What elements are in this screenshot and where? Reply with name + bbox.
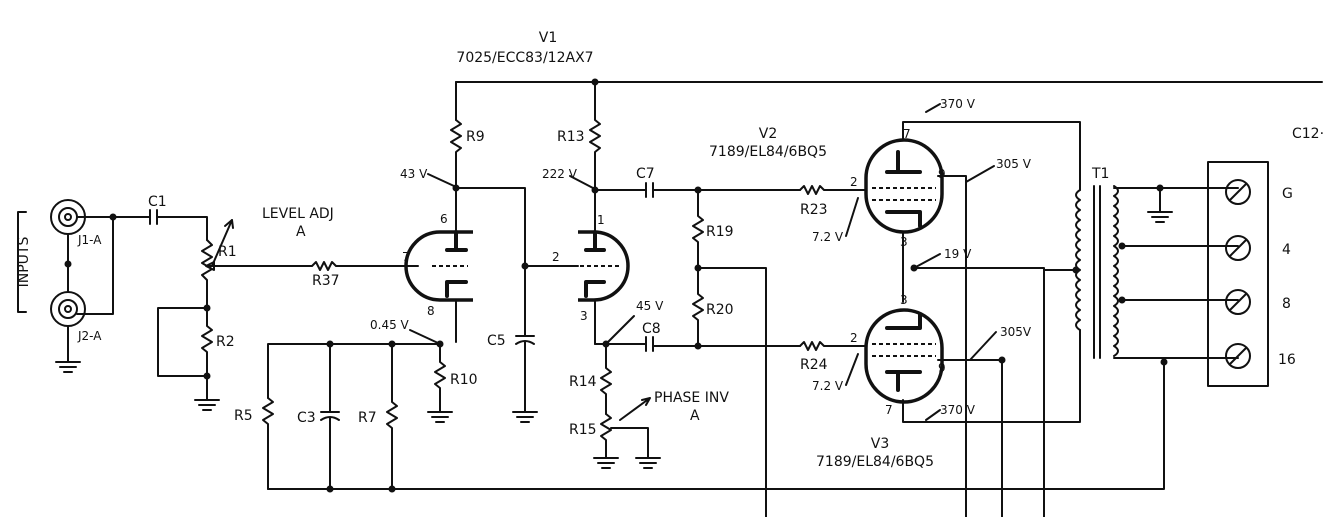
r15-label: R15 <box>569 422 597 438</box>
v3-pin3: 3 <box>900 293 908 307</box>
voltage-7.2v-bot: 7.2 V <box>812 379 844 393</box>
tube-v2 <box>864 138 944 234</box>
r10-label: R10 <box>450 372 478 388</box>
resistor-r7 <box>386 343 398 490</box>
resistor-r14 <box>600 343 612 415</box>
resistor-r23 <box>799 185 867 195</box>
v1b-pin1: 1 <box>597 213 605 227</box>
voltage-305v-top: 305 V <box>996 157 1032 171</box>
c5-label: C5 <box>487 333 506 349</box>
phase-inv-label: PHASE INV <box>654 390 729 406</box>
resistor-r24 <box>799 341 867 351</box>
r9-label: R9 <box>466 129 485 145</box>
resistor-r13 <box>589 81 601 191</box>
transformer-t1 <box>1043 185 1126 359</box>
r37-label: R37 <box>312 273 340 289</box>
v1a-pin6: 6 <box>440 212 448 226</box>
v1b-pin2: 2 <box>552 250 560 264</box>
capacitor-c7 <box>594 182 801 198</box>
r7-label: R7 <box>358 410 377 426</box>
v2-name: V2 <box>759 126 777 142</box>
level-adj-sub: A <box>296 224 306 240</box>
v1-name: V1 <box>539 30 557 46</box>
v1-type: 7025/ECC83/12AX7 <box>456 50 593 66</box>
r1-label: R1 <box>218 244 237 260</box>
voltage-0.45v: 0.45 V <box>370 318 410 332</box>
inputs-label: INPUTS <box>16 237 32 288</box>
resistor-r2 <box>157 304 220 411</box>
voltage-43v: 43 V <box>400 167 428 181</box>
r2-label: R2 <box>216 334 235 350</box>
r23-label: R23 <box>800 202 828 218</box>
terminal-strip <box>1207 161 1269 387</box>
tube-v3 <box>864 308 944 404</box>
v2-type: 7189/EL84/6BQ5 <box>709 144 827 160</box>
inputs-block: INPUTS J1-A J2-A <box>16 199 151 373</box>
resistor-r20 <box>692 267 704 347</box>
t1-label: T1 <box>1091 166 1109 182</box>
capacitor-c3 <box>320 343 340 490</box>
v2-pin9: 9 <box>938 167 946 181</box>
resistor-r37 <box>205 261 419 271</box>
voltage-7.2v-top: 7.2 V <box>812 230 844 244</box>
v1b-pin3: 3 <box>580 309 588 323</box>
r24-label: R24 <box>800 357 828 373</box>
terminal-16: 16 <box>1278 352 1296 368</box>
r19-label: R19 <box>706 224 734 240</box>
resistor-r19 <box>692 189 704 269</box>
capacitor-c1 <box>149 209 208 241</box>
r20-label: R20 <box>706 302 734 318</box>
terminal-g: G <box>1282 186 1293 202</box>
b-plus-rail <box>455 78 1323 121</box>
voltage-370v-bot: 370 V <box>940 403 976 417</box>
v2-pin2: 2 <box>850 175 858 189</box>
c1-label: C1 <box>148 194 167 210</box>
r13-label: R13 <box>557 129 585 145</box>
jack-j2-label: J2-A <box>77 329 102 343</box>
r5-label: R5 <box>234 408 253 424</box>
v3-pin7: 7 <box>885 403 893 417</box>
v1a-pin8: 8 <box>427 304 435 318</box>
c12-label: C12· <box>1292 126 1324 142</box>
voltage-222v: 222 V <box>542 167 578 181</box>
c8-label: C8 <box>642 321 661 337</box>
v3-pin2: 2 <box>850 331 858 345</box>
jack-j1-label: J1-A <box>77 233 102 247</box>
voltage-305v-bot: 305V <box>1000 325 1032 339</box>
potentiometer-r1 <box>201 219 234 309</box>
v2-pin7: 7 <box>903 127 911 141</box>
tube-v1-triode-b <box>578 189 630 345</box>
ground-symbol <box>55 361 81 373</box>
c7-label: C7 <box>636 166 655 182</box>
resistor-r5 <box>262 397 274 490</box>
terminal-4: 4 <box>1282 242 1291 258</box>
v3-name: V3 <box>871 436 889 452</box>
tube-v1-triode-a <box>404 187 473 343</box>
v1a-pin7: 7 <box>402 250 410 264</box>
phase-inv-sub: A <box>690 408 700 424</box>
c3-label: C3 <box>297 410 316 426</box>
level-adj-label: LEVEL ADJ <box>262 206 334 222</box>
v3-pin9: 9 <box>938 361 946 375</box>
voltage-370v-top: 370 V <box>940 97 976 111</box>
resistor-r9 <box>450 119 462 189</box>
voltage-45v: 45 V <box>636 299 664 313</box>
r14-label: R14 <box>569 374 597 390</box>
jack-j2 <box>50 291 86 327</box>
terminal-8: 8 <box>1282 296 1291 312</box>
capacitor-c5 <box>512 265 538 423</box>
v3-type: 7189/EL84/6BQ5 <box>816 454 934 470</box>
voltage-19v: 19 V <box>944 247 972 261</box>
potentiometer-r15 <box>593 397 661 469</box>
